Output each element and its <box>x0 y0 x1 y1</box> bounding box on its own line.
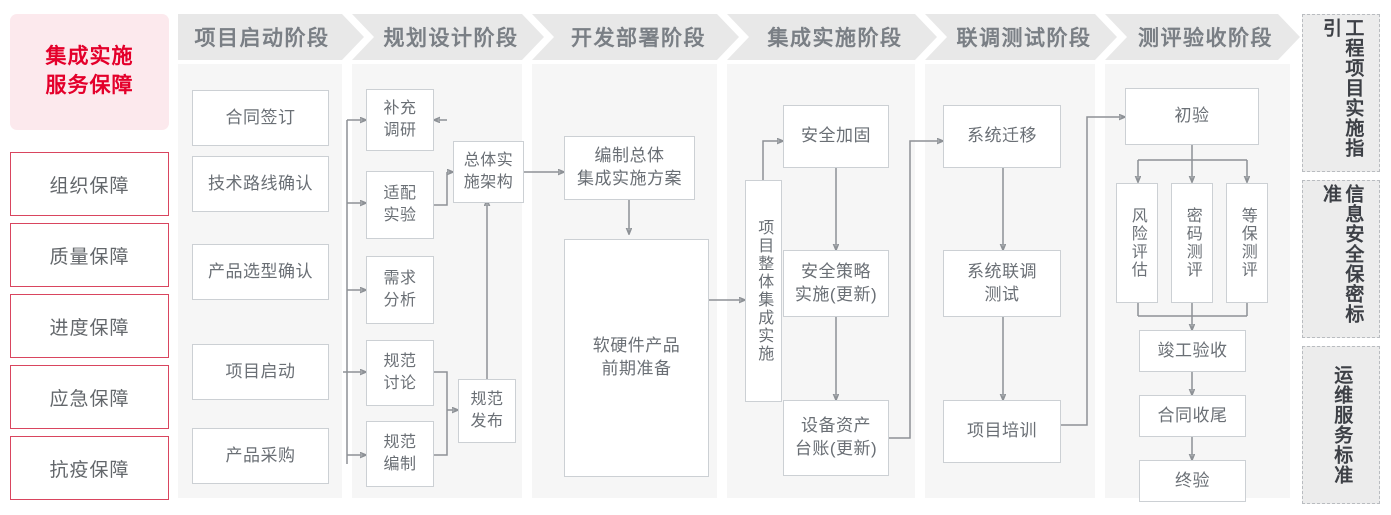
rail-ops-service-standard[interactable]: 运维服务标准 <box>1302 346 1380 504</box>
phase-header-p3[interactable]: 开发部署阶段 <box>532 14 739 60</box>
node-classified-protection-evaluation[interactable]: 等保测评 <box>1226 183 1268 303</box>
left-title-line2: 服务保障 <box>45 74 134 97</box>
node-spec-drafting-line2: 编制 <box>383 456 417 473</box>
node-draft-overall-integration-plan-line2: 集成实施方案 <box>577 169 682 188</box>
node-spec-discussion-line2: 讨论 <box>383 375 417 392</box>
node-overall-project-integration[interactable]: 项目整体集成实施 <box>745 180 782 402</box>
node-product-selection-confirm[interactable]: 产品选型确认 <box>192 244 329 300</box>
node-security-policy-implementation[interactable]: 安全策略 实施(更新) <box>783 250 889 317</box>
node-adaptation-experiment[interactable]: 适配 实验 <box>366 171 434 239</box>
node-draft-overall-integration-plan-line1: 编制总体 <box>594 146 665 166</box>
node-adaptation-experiment-line1: 适配 <box>383 185 417 203</box>
node-spec-release-line2: 发布 <box>470 413 504 430</box>
node-spec-discussion[interactable]: 规范 讨论 <box>366 340 434 406</box>
node-supplementary-research[interactable]: 补充 调研 <box>366 89 434 151</box>
node-draft-overall-integration-plan[interactable]: 编制总体 集成实施方案 <box>564 136 695 200</box>
rail-infosec-confidentiality-standard[interactable]: 信息安全保密标准 <box>1302 180 1380 338</box>
phase-header-p1[interactable]: 项目启动阶段 <box>178 14 364 60</box>
node-system-joint-test-line2: 测试 <box>984 284 1020 304</box>
node-equipment-asset-ledger[interactable]: 设备资产 台账(更新) <box>783 400 889 476</box>
left-title-line1: 集成实施 <box>45 45 134 69</box>
node-security-policy-implementation-line2: 实施(更新) <box>794 284 878 304</box>
node-preliminary-acceptance[interactable]: 初验 <box>1125 88 1259 145</box>
node-spec-release-line1: 规范 <box>470 391 504 409</box>
node-cryptography-evaluation[interactable]: 密码测评 <box>1171 183 1213 303</box>
node-security-policy-implementation-line1: 安全策略 <box>800 261 871 281</box>
node-product-procurement[interactable]: 产品采购 <box>192 428 329 484</box>
node-contract-signing[interactable]: 合同签订 <box>192 90 329 146</box>
rail-engineering-project-guideline-label: 工程项目实施指引 <box>1320 18 1364 158</box>
node-completion-acceptance[interactable]: 竣工验收 <box>1139 330 1246 372</box>
node-spec-discussion-line1: 规范 <box>383 353 417 371</box>
rail-ops-service-standard-label: 运维服务标准 <box>1331 365 1353 485</box>
left-item-emergency[interactable]: 应急保障 <box>10 365 169 429</box>
node-system-joint-test-line1: 系统联调 <box>967 261 1037 281</box>
node-overall-implementation-architecture-line2: 施架构 <box>463 174 514 191</box>
node-contract-closeout[interactable]: 合同收尾 <box>1139 395 1246 437</box>
node-overall-implementation-architecture-line1: 总体实 <box>463 152 514 170</box>
node-equipment-asset-ledger-line1: 设备资产 <box>800 416 871 436</box>
node-tech-route-confirm[interactable]: 技术路线确认 <box>192 156 329 212</box>
node-risk-assessment[interactable]: 风险评估 <box>1116 183 1158 303</box>
node-requirement-analysis[interactable]: 需求 分析 <box>366 256 434 324</box>
phase-header-p5[interactable]: 联调测试阶段 <box>925 14 1117 60</box>
node-project-kickoff[interactable]: 项目启动 <box>192 344 329 400</box>
left-item-schedule[interactable]: 进度保障 <box>10 294 169 358</box>
phase-header-p4[interactable]: 集成实施阶段 <box>727 14 937 60</box>
node-requirement-analysis-line2: 分析 <box>383 292 417 309</box>
node-supplementary-research-line1: 补充 <box>383 100 417 118</box>
left-item-epidemic[interactable]: 抗疫保障 <box>10 436 169 500</box>
phase-header-p2[interactable]: 规划设计阶段 <box>352 14 544 60</box>
node-system-joint-test[interactable]: 系统联调 测试 <box>943 250 1061 317</box>
node-final-acceptance[interactable]: 终验 <box>1139 460 1246 502</box>
node-project-training[interactable]: 项目培训 <box>943 400 1061 463</box>
left-item-organization[interactable]: 组织保障 <box>10 152 169 216</box>
node-system-migration[interactable]: 系统迁移 <box>943 105 1061 168</box>
left-title-card: 集成实施 服务保障 <box>10 14 169 130</box>
node-security-hardening[interactable]: 安全加固 <box>783 105 889 168</box>
rail-infosec-confidentiality-standard-label: 信息安全保密标准 <box>1320 184 1364 324</box>
phase-header-p6[interactable]: 测评验收阶段 <box>1105 14 1300 60</box>
node-supplementary-research-line2: 调研 <box>383 122 417 139</box>
node-spec-release[interactable]: 规范 发布 <box>458 379 516 443</box>
node-requirement-analysis-line1: 需求 <box>383 270 417 288</box>
node-hw-sw-product-preparation-line2: 前期准备 <box>601 359 672 378</box>
node-overall-implementation-architecture[interactable]: 总体实 施架构 <box>453 141 524 203</box>
left-item-quality[interactable]: 质量保障 <box>10 223 169 287</box>
node-spec-drafting-line1: 规范 <box>383 434 417 452</box>
rail-engineering-project-guideline[interactable]: 工程项目实施指引 <box>1302 14 1380 172</box>
node-spec-drafting[interactable]: 规范 编制 <box>366 421 434 487</box>
node-adaptation-experiment-line2: 实验 <box>383 207 417 224</box>
node-equipment-asset-ledger-line2: 台账(更新) <box>794 439 878 458</box>
node-hw-sw-product-preparation-line1: 软硬件产品 <box>592 336 681 356</box>
node-hw-sw-product-preparation[interactable]: 软硬件产品 前期准备 <box>564 239 709 477</box>
